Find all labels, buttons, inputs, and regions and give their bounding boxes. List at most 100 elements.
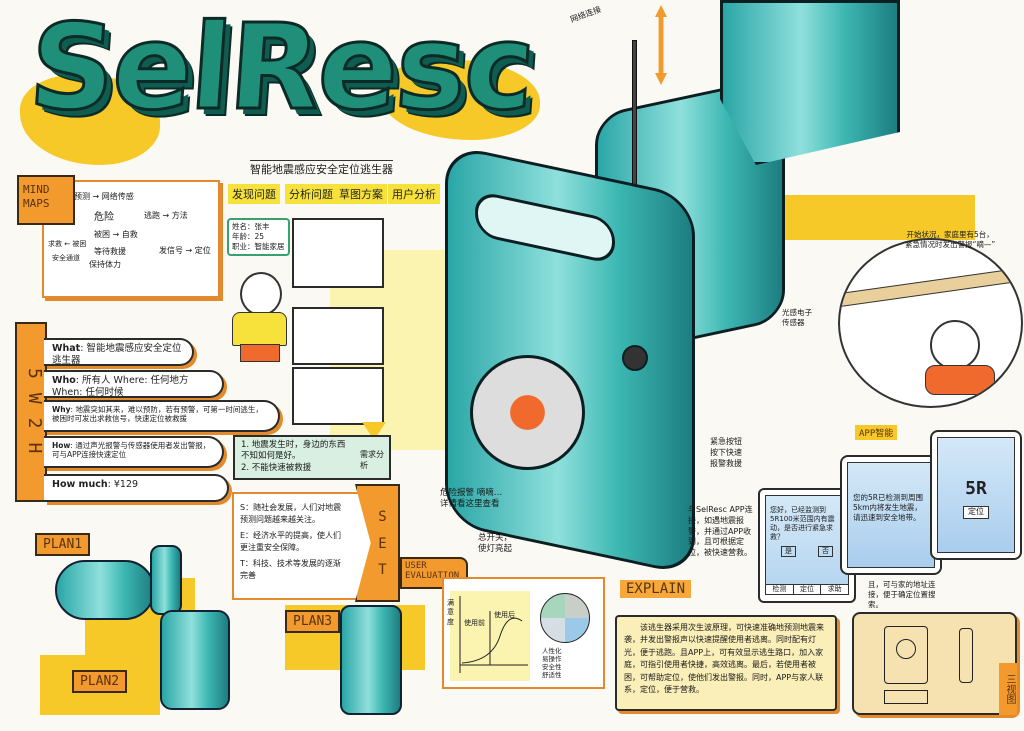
persona-job: 职业：智能家居 — [232, 242, 285, 252]
mind-node: 危险 — [94, 211, 114, 223]
legend-item: 人性化 — [542, 647, 562, 655]
set-box: S：随社会发展，人们对地震预测问题越来越关注。 E：经济水平的提高，使人们更注重… — [232, 492, 382, 600]
set-item-e: E：经济水平的提高，使人们更注重安全保障。 — [240, 531, 342, 552]
person-sketch — [930, 320, 980, 370]
set-item-t: T：科技、技术等发展的逐渐完善 — [240, 559, 341, 580]
plan2-sketch — [160, 610, 230, 710]
annotation-alarm: 危险报警 嘀嘀… 详情看这里查看 — [440, 488, 503, 510]
mind-node: 被困 → 自救 — [94, 230, 138, 240]
set-letter: S — [378, 509, 387, 525]
plan3-label: PLAN3 — [285, 610, 341, 633]
legend-item: 安全性 — [542, 663, 562, 672]
locate-button[interactable]: 定位 — [963, 506, 989, 519]
annotation-button: 紧急按钮 按下快速 报警救援 — [710, 437, 742, 468]
tab-detect[interactable]: 检测 — [766, 585, 794, 595]
mind-node: 安全通道 — [52, 254, 80, 262]
phase-label: 使用前 — [464, 619, 485, 627]
tab-find-problem: 发现问题 — [228, 184, 280, 204]
row-key: Why — [52, 405, 71, 414]
yes-button[interactable]: 是 — [781, 546, 796, 558]
mind-node: 等待救援 — [94, 246, 126, 256]
evaluation-pie-chart — [540, 593, 590, 643]
row-key: How much — [52, 479, 108, 490]
explain-label: EXPLAIN — [620, 580, 692, 598]
app-label: APP智能 — [855, 425, 898, 440]
comic-panel-3 — [292, 367, 384, 425]
mind-node: 逃跑 → 方法 — [144, 211, 188, 221]
mind-node: 保持体力 — [89, 260, 121, 270]
annotation-switch: 总开关， 使灯亮起 — [478, 533, 513, 555]
plan2-label: PLAN2 — [72, 670, 128, 693]
side-view-sketch — [959, 628, 973, 683]
phone2-message: 您的5R已检测到周围5km内将发生地震，请迅速到安全地带。 — [847, 462, 935, 568]
phone-2: 您的5R已检测到周围5km内将发生地震，请迅速到安全地带。 — [840, 455, 942, 575]
app-note: 且，可与家的地址连接，便于确定位置搜索。 — [868, 580, 936, 610]
axis-label: 满意度 — [447, 599, 454, 626]
annotation-scene: 开始状况，家庭里有5台， 紧急情况时发出警报“嘀—” — [905, 230, 996, 250]
person-legs — [925, 365, 995, 395]
how-text: 通过声光报警与传感器使用者发出警报，可与APP连接快速定位 — [52, 441, 211, 460]
annotation-network: 网络连接 — [569, 4, 603, 25]
persona-head — [240, 272, 282, 316]
plan1-sketch-side — [150, 545, 182, 615]
app-logo: 5R — [965, 478, 987, 499]
plan1-label: PLAN1 — [35, 533, 91, 556]
need-item: 1. 地震发生时，身边的东西不知如何是好。 — [241, 440, 346, 462]
tab-locate[interactable]: 定位 — [794, 585, 822, 595]
phone-1: 您好，已经监测到5R100米范围内有震动，是否进行紧急求救？ 是 否 检测 定位… — [758, 488, 856, 603]
table-sketch — [840, 266, 1021, 308]
yellow-splash — [20, 75, 160, 165]
three-views-box: 三视图 — [852, 612, 1017, 715]
comic-panel-2 — [292, 307, 384, 365]
up-down-arrow-icon — [655, 5, 667, 85]
persona-age: 年龄：25 — [232, 232, 265, 242]
persona-shorts — [240, 344, 280, 362]
set-letter: E — [378, 535, 387, 552]
legend-item: 易操作 — [542, 655, 562, 664]
explain-text: 该逃生器采用次生波原理，可快速准确地预测地震来袭，并发出警报声以快速提醒使用者逃… — [615, 615, 837, 711]
mind-node: 发信号 → 定位 — [159, 245, 211, 255]
row-key: Who — [52, 375, 76, 386]
needs-label: 需求分析 — [360, 450, 384, 471]
app-intro-text: 与SelResc APP连接，如遇地震报警，并通过APP收到，且可根据定位，被快… — [688, 505, 753, 558]
mind-maps-label: MIND MAPS — [17, 175, 75, 225]
needs-box: 1. 地震发生时，身边的东西不知如何是好。 2. 不能快速被救援 需求分析 — [233, 435, 391, 480]
why-text: 地震突如其来，难以预防，若有预警，可第一时间逃生，被困时可发出求救信号，快速定位… — [52, 405, 263, 424]
yellow-splash — [380, 60, 540, 140]
how-much-text: ¥129 — [113, 479, 139, 490]
annotation-sensor: 光感电子传感器 — [782, 308, 812, 328]
radio-knob — [622, 345, 648, 371]
three-views-label: 三视图 — [999, 663, 1017, 715]
set-item-s: S：随社会发展，人们对地震预测问题越来越关注。 — [240, 503, 342, 524]
plan1-sketch — [55, 560, 155, 620]
5w2h-label: 5W2H — [15, 322, 47, 502]
row-key: What — [52, 343, 81, 354]
no-button[interactable]: 否 — [818, 546, 833, 558]
radio-speaker — [470, 355, 585, 470]
need-item: 2. 不能快速被救援 — [241, 462, 312, 473]
persona-name: 姓名：张丰 — [232, 222, 270, 231]
subtitle: 智能地震感应安全定位逃生器 — [250, 160, 393, 178]
set-letter: T — [378, 562, 387, 579]
who-text: 所有人 Where: 任何地方 When: 任何时候 — [52, 375, 189, 398]
satisfaction-curve-chart — [459, 596, 528, 673]
mind-node: 求救 ← 被困 — [48, 240, 87, 248]
radio-detail-sketch — [720, 0, 900, 165]
tab-user-analysis: 用户分析 — [388, 184, 440, 204]
tab-analyze-problem: 分析问题 — [285, 184, 337, 204]
top-view-sketch — [884, 690, 928, 704]
persona-shirt — [232, 312, 287, 346]
mind-node: 预测 → 网络传感 — [74, 192, 134, 201]
tab-help[interactable]: 求助 — [827, 585, 842, 593]
row-key: How — [52, 441, 71, 450]
scene-circle — [838, 238, 1023, 408]
app-title-logo: SelResc — [24, 0, 539, 138]
comic-panel-1 — [292, 218, 384, 288]
legend-item: 舒适性 — [542, 671, 562, 680]
what-text: 智能地震感应安全定位逃生器 — [52, 343, 182, 366]
front-view-sketch — [884, 626, 928, 684]
persona-card: 姓名：张丰 年龄：25 职业：智能家居 — [227, 218, 290, 257]
plan3-sketch — [340, 605, 402, 715]
tab-sketch-plan: 草图方案 — [335, 184, 387, 204]
phone1-message: 您好，已经监测到5R100米范围内有震动，是否进行紧急求救？ — [770, 506, 835, 542]
